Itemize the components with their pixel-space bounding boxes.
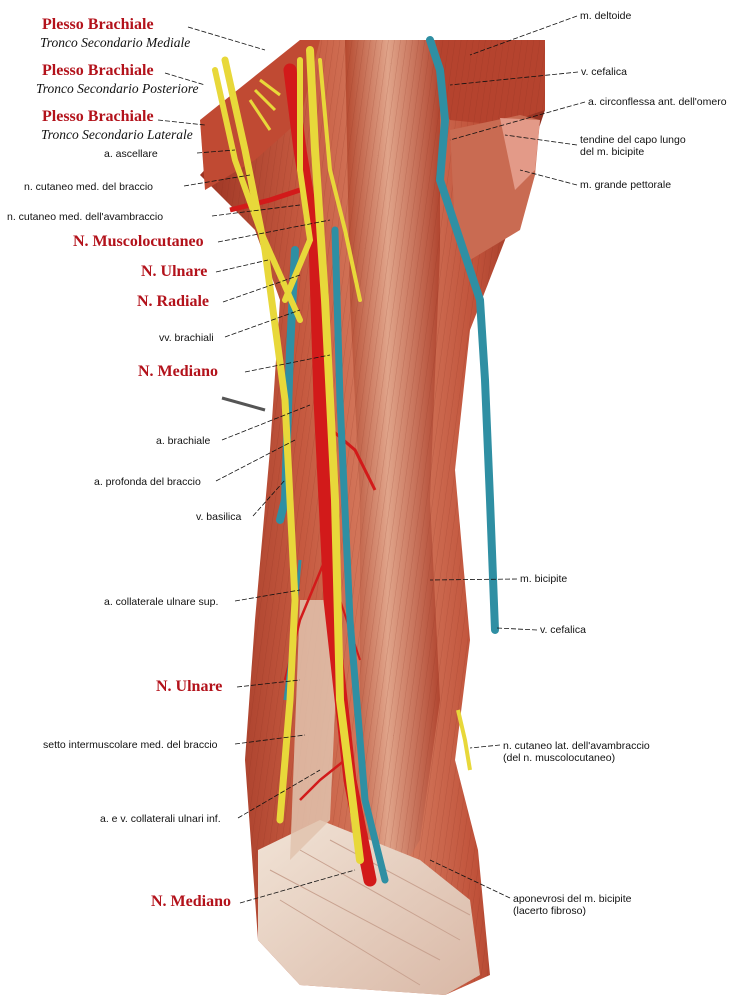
label-plesso-brachiale-1: Plesso Brachiale	[42, 16, 154, 33]
retractor-hook	[221, 396, 266, 412]
intermuscular-septum	[290, 600, 340, 860]
ulnar-nerve	[221, 56, 299, 824]
label-n-cutaneo-lat-1: n. cutaneo lat. dell'avambraccio	[503, 740, 650, 752]
label-n-mediano: N. Mediano	[138, 363, 218, 380]
label-a-profonda: a. profonda del braccio	[94, 476, 201, 488]
median-nerve	[306, 46, 364, 864]
label-tronco-laterale: Tronco Secondario Laterale	[41, 127, 193, 142]
label-tendine-2: del m. bicipite	[580, 146, 645, 158]
lateral-cutaneous-nerve	[456, 709, 472, 771]
musculocutaneous-nerve	[212, 67, 303, 323]
label-a-brachiale: a. brachiale	[156, 435, 211, 447]
brachial-veins	[331, 226, 389, 884]
radial-nerve	[282, 57, 314, 303]
label-plesso-brachiale-2: Plesso Brachiale	[42, 62, 154, 79]
label-tronco-mediale: Tronco Secondario Mediale	[40, 35, 191, 50]
label-n-cutaneo-lat-2: (del n. muscolocutaneo)	[503, 752, 616, 764]
label-tronco-posteriore: Tronco Secondario Posteriore	[36, 81, 199, 96]
label-v-basilica: v. basilica	[196, 511, 242, 523]
label-m-grande-pettorale: m. grande pettorale	[580, 179, 672, 191]
label-aponevrosi-2: (lacerto fibroso)	[513, 905, 586, 917]
label-n-cutaneo-braccio: n. cutaneo med. del braccio	[24, 181, 153, 193]
label-a-circonflessa: a. circonflessa ant. dell'omero	[588, 96, 727, 108]
label-a-collaterale-sup: a. collaterale ulnare sup.	[104, 596, 219, 608]
label-n-muscolocutaneo: N. Muscolocutaneo	[73, 233, 204, 250]
label-n-ulnare: N. Ulnare	[141, 263, 208, 280]
label-n-ulnare-2: N. Ulnare	[156, 678, 223, 695]
label-plesso-brachiale-3: Plesso Brachiale	[42, 108, 154, 125]
label-v-cefalica: v. cefalica	[581, 66, 627, 78]
label-n-cutaneo-avambraccio: n. cutaneo med. dell'avambraccio	[7, 211, 164, 223]
label-a-collaterali-inf: a. e v. collaterali ulnari inf.	[100, 813, 221, 825]
label-m-deltoide: m. deltoide	[580, 10, 632, 22]
label-v-cefalica-2: v. cefalica	[540, 624, 586, 636]
label-n-mediano-2: N. Mediano	[151, 893, 231, 910]
label-n-radiale: N. Radiale	[137, 293, 209, 310]
medial-cutaneous-nerve	[318, 58, 362, 302]
label-m-bicipite: m. bicipite	[520, 573, 568, 585]
label-setto: setto intermuscolare med. del braccio	[43, 739, 218, 751]
label-vv-brachiali: vv. brachiali	[159, 332, 214, 344]
cephalic-vein	[426, 36, 499, 634]
label-aponevrosi-1: aponevrosi del m. bicipite	[513, 893, 632, 905]
label-tendine-1: tendine del capo lungo	[580, 134, 686, 146]
label-a-ascellare: a. ascellare	[104, 148, 158, 160]
